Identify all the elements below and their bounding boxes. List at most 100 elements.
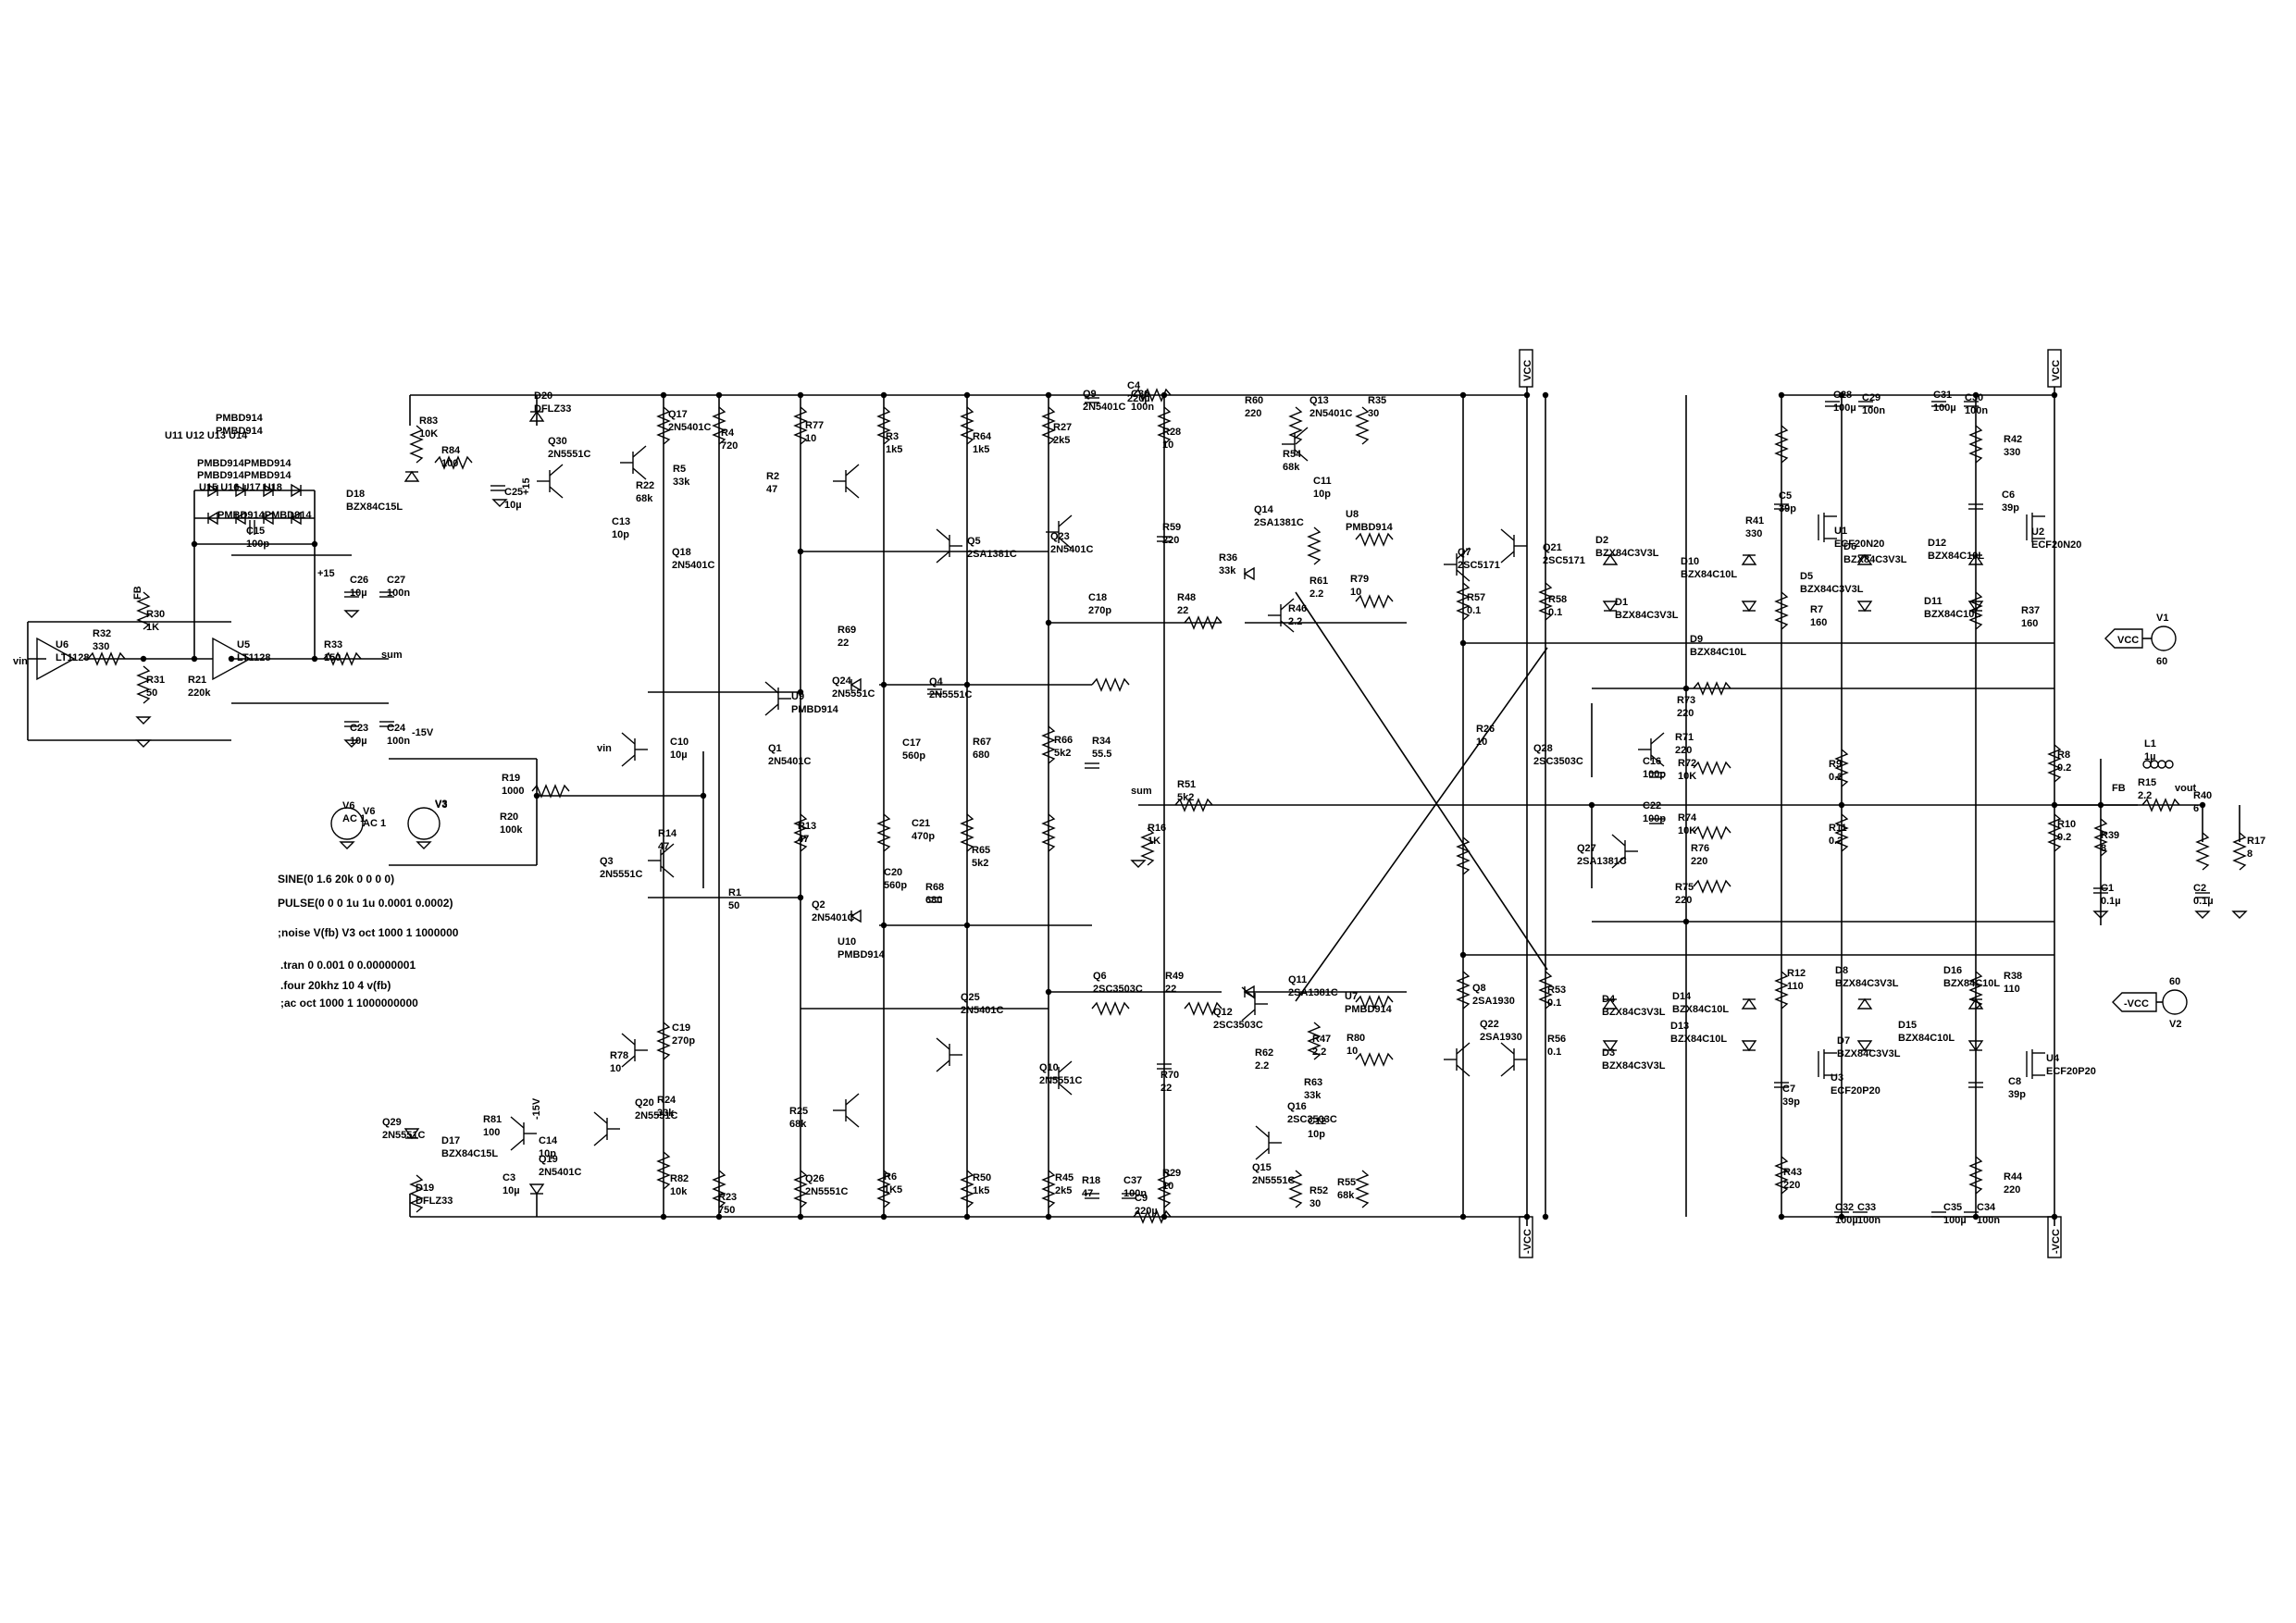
- ref-r32: R32: [93, 628, 111, 639]
- junction-dot: [660, 391, 667, 399]
- ref-d17: D17: [441, 1135, 460, 1146]
- value-q12: 2SC3503C: [1213, 1020, 1263, 1031]
- ref-d10: D10: [1681, 556, 1699, 567]
- ref-r83: R83: [419, 415, 438, 427]
- ref-r79: R79: [1350, 574, 1369, 585]
- ref-q28: Q28: [1533, 743, 1553, 754]
- junction-dot: [1160, 391, 1168, 399]
- value-q15: 2N5551C: [1252, 1175, 1296, 1186]
- ref-r69: R69: [838, 625, 856, 636]
- value-r18: 47: [1082, 1188, 1093, 1199]
- ref-c32: C32: [1835, 1202, 1854, 1213]
- value-d4: BZX84C3V3L: [1602, 1007, 1666, 1018]
- diode: [1741, 601, 1757, 613]
- mosfet: [1818, 1049, 1837, 1079]
- value-r78: 10: [610, 1063, 621, 1074]
- value-c11: 10p: [1313, 489, 1331, 500]
- value-r59: 220: [1162, 535, 1179, 546]
- capacitor: [2195, 892, 2210, 898]
- value-r71: 220: [1675, 745, 1692, 756]
- value-d7: BZX84C3V3L: [1837, 1048, 1901, 1059]
- transistor: [1046, 1060, 1073, 1096]
- value-r81: 100: [483, 1127, 500, 1138]
- ref-r5: R5: [673, 464, 686, 475]
- directive-ac: ;ac oct 1000 1 1000000000: [280, 997, 418, 1010]
- value-c18: 270p: [1088, 605, 1111, 616]
- ref-c10: C10: [670, 737, 689, 748]
- net-n15-rail: -15V: [531, 1097, 542, 1120]
- ref-r22: R22: [636, 480, 654, 491]
- junction-dot: [1682, 685, 1690, 692]
- value-r67: 680: [973, 750, 989, 761]
- ref-r25: R25: [789, 1106, 808, 1117]
- ref-d20: D20: [534, 390, 552, 402]
- ref-q19: Q19: [539, 1154, 558, 1165]
- diode: [234, 511, 246, 526]
- vcc-flag-left: VCC: [1519, 349, 1533, 388]
- value-r22: 68k: [636, 493, 653, 504]
- junction-dot: [715, 391, 723, 399]
- ref-q15: Q15: [1252, 1162, 1272, 1173]
- diode: [1243, 985, 1255, 999]
- ref-c7: C7: [1782, 1084, 1795, 1095]
- ref-c21: C21: [912, 818, 930, 829]
- value-d16: BZX84C10L: [1943, 978, 2000, 989]
- junction-dot: [1045, 391, 1052, 399]
- value-c2: 0.1µ: [2193, 896, 2214, 907]
- svg-text:V2: V2: [2169, 1019, 2181, 1030]
- ref-r65: R65: [972, 845, 990, 856]
- ground: [2231, 911, 2248, 919]
- ref-r29: R29: [1162, 1168, 1181, 1179]
- resistor: [2093, 818, 2108, 857]
- transistor: [621, 732, 648, 767]
- ref-u4: U4: [2046, 1053, 2060, 1064]
- ref-r27: R27: [1053, 422, 1072, 433]
- resistor: [2047, 744, 2062, 783]
- value-r5: 33k: [673, 477, 690, 488]
- net-fb-label-opamp: FB: [132, 586, 143, 600]
- resistor: [960, 813, 974, 852]
- diode: [207, 483, 219, 498]
- value-r42: 330: [2004, 447, 2020, 458]
- transistor: [593, 1111, 620, 1146]
- value-r20: 100k: [500, 824, 523, 836]
- transistor: [1046, 514, 1073, 550]
- resistor: [2195, 832, 2210, 871]
- value-r6: 1K5: [884, 1184, 902, 1196]
- transistor: [936, 528, 962, 564]
- ground: [135, 739, 152, 748]
- diode: [262, 511, 274, 526]
- value-d2: BZX84C3V3L: [1595, 548, 1659, 559]
- svg-text:AC 1: AC 1: [363, 818, 386, 829]
- value-r36: 33k: [1219, 565, 1236, 576]
- diode: [206, 511, 218, 526]
- value-r64: 1k5: [973, 444, 989, 455]
- ref-c23: C23: [350, 723, 368, 734]
- ref-r71: R71: [1675, 732, 1694, 743]
- value-c13: 10p: [612, 529, 629, 540]
- resistor: [960, 1170, 974, 1208]
- value-c14: 10p: [539, 1148, 556, 1159]
- nvcc-flag-right: -VCC: [2047, 1216, 2062, 1258]
- resistor: [1140, 827, 1155, 866]
- diode: [1602, 553, 1619, 565]
- op-amp: [212, 637, 252, 681]
- ref-r31: R31: [146, 675, 165, 686]
- mosfet: [2026, 1049, 2045, 1079]
- value-q20: 2N5551C: [635, 1110, 678, 1121]
- resistor: [1355, 532, 1394, 547]
- junction-dot: [1459, 639, 1467, 647]
- value-c27: 100n: [387, 588, 410, 599]
- ref-c26: C26: [350, 575, 368, 586]
- diode: [1967, 553, 1984, 565]
- value-c29: 100n: [1862, 405, 1885, 416]
- value-q7: 2SC5171: [1458, 560, 1500, 571]
- resistor: [960, 406, 974, 445]
- ref-d6: D6: [1843, 541, 1856, 552]
- components: [36, 388, 2248, 1224]
- junction-dot: [1459, 951, 1467, 959]
- ref-q11: Q11: [1288, 974, 1307, 985]
- ref-q26: Q26: [805, 1173, 825, 1184]
- value-r77: 10: [805, 433, 816, 444]
- value-q14: 2SA1381C: [1254, 517, 1304, 528]
